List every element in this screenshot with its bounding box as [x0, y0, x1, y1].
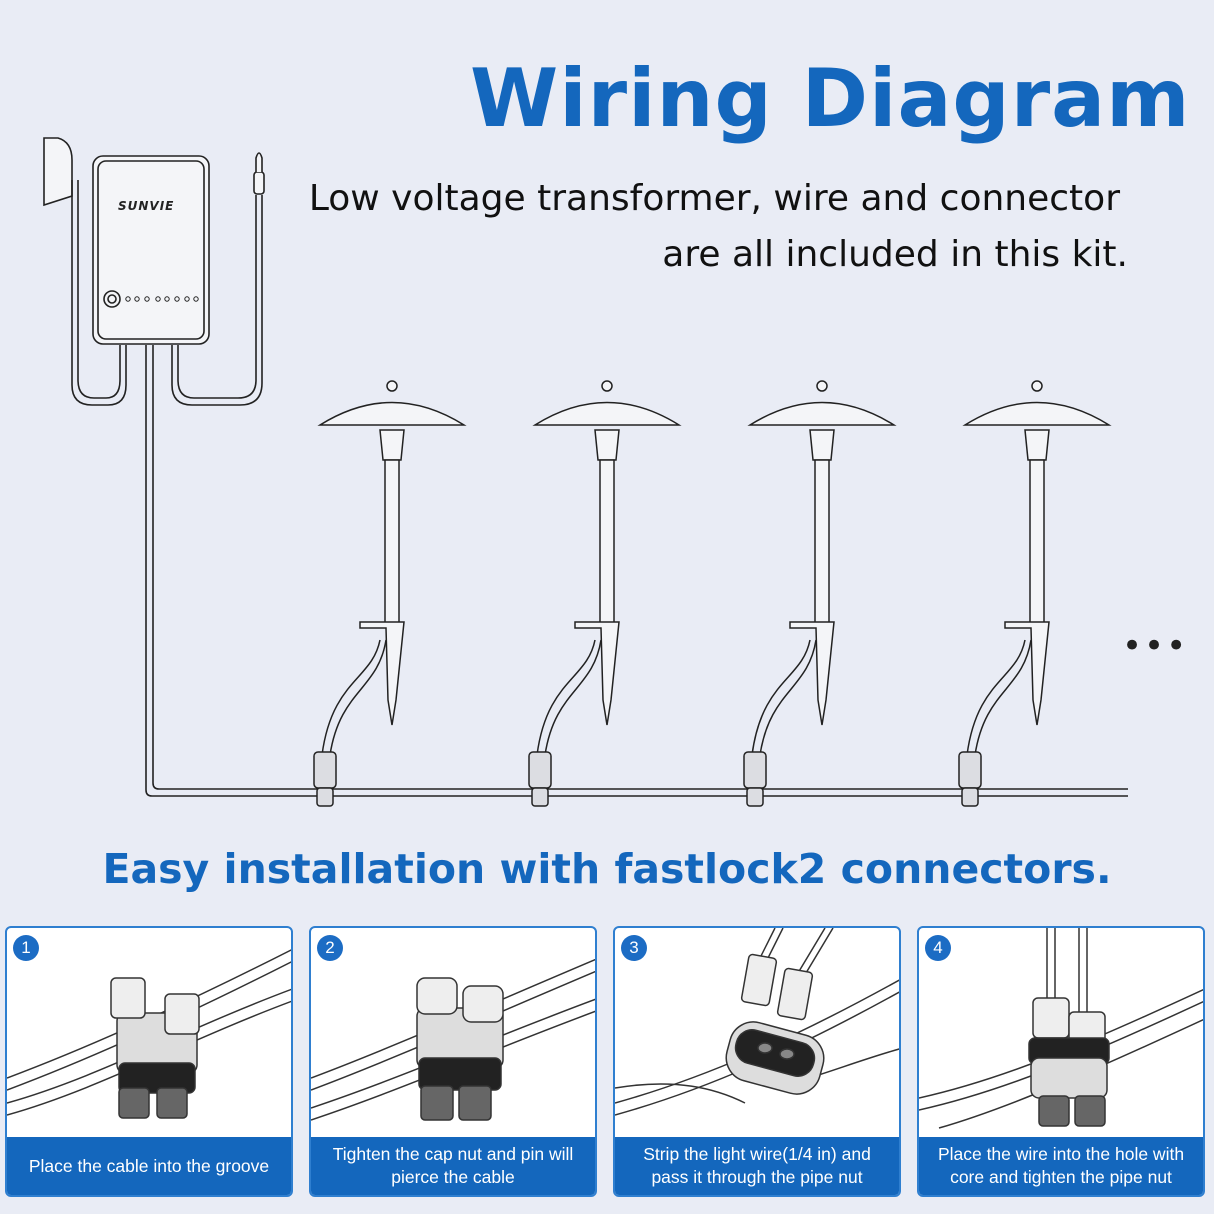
path-light [958, 380, 1112, 807]
step-caption: Strip the light wire(1/4 in) and pass it… [615, 1137, 899, 1195]
subtitle-line-2: are all included in this kit. [662, 234, 1128, 275]
step-card-2: 2 Tighten the cap nut and pin will pierc… [309, 926, 597, 1197]
step-1-illustration [7, 949, 291, 1119]
step-number-badge: 2 [317, 935, 343, 961]
page-title: Wiring Diagram [470, 52, 1191, 145]
step-2-illustration [311, 958, 595, 1121]
step-number-badge: 4 [925, 935, 951, 961]
path-light [313, 380, 467, 807]
step-caption: Place the wire into the hole with core a… [919, 1137, 1203, 1195]
step-card-3: 3 Strip the light wire(1/4 in) and pass … [613, 926, 901, 1197]
wiring-illustration [43, 137, 1128, 807]
more-lights-indicator: ••• [1122, 626, 1189, 666]
step-4-illustration [919, 928, 1203, 1129]
step-card-4: 4 Place the wire into the hole with core… [917, 926, 1205, 1197]
path-light [528, 380, 682, 807]
step-number-badge: 3 [621, 935, 647, 961]
transformer-brand-logo: SUNVIE [118, 199, 175, 213]
step-3-illustration [615, 928, 899, 1116]
step-caption: Place the cable into the groove [7, 1137, 291, 1195]
section-title: Easy installation with fastlock2 connect… [102, 845, 1112, 893]
path-light [743, 380, 897, 807]
step-number-badge: 1 [13, 935, 39, 961]
step-caption: Tighten the cap nut and pin will pierce … [311, 1137, 595, 1195]
step-card-1: 1 Place the cable into the groove [5, 926, 293, 1197]
subtitle-line-1: Low voltage transformer, wire and connec… [308, 178, 1120, 219]
